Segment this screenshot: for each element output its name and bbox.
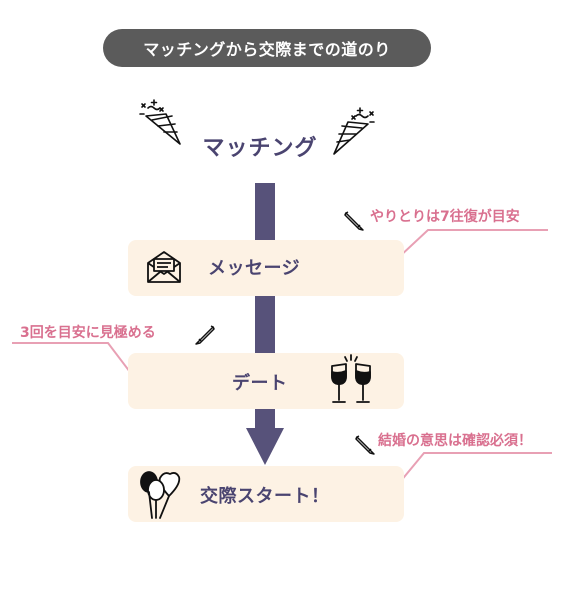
step-message-label: メッセージ <box>208 258 301 279</box>
flow-start-label: マッチング <box>202 136 318 161</box>
wine-glasses-icon <box>331 354 371 403</box>
envelope-icon <box>147 251 181 283</box>
note-date-text: 3回を目安に見極める <box>20 325 156 341</box>
pencil-icon <box>195 325 215 345</box>
party-popper-icon <box>139 99 181 145</box>
balloons-icon <box>140 471 181 519</box>
pencil-icon <box>344 211 364 231</box>
note-leader-line <box>12 342 131 373</box>
note-start-text: 結婚の意思は確認必須！ <box>378 433 532 449</box>
pencil-icon <box>355 435 375 455</box>
note-message-text: やりとりは7往復が目安 <box>370 209 520 225</box>
page-title: マッチングから交際までの道のり <box>103 29 431 67</box>
step-start-label: 交際スタート！ <box>200 486 330 507</box>
party-popper-icon <box>333 107 375 155</box>
flow-arrow-head <box>246 428 284 465</box>
note-leader-line <box>399 452 552 483</box>
step-date-label: デート <box>232 373 288 394</box>
note-leader-line <box>397 229 548 259</box>
